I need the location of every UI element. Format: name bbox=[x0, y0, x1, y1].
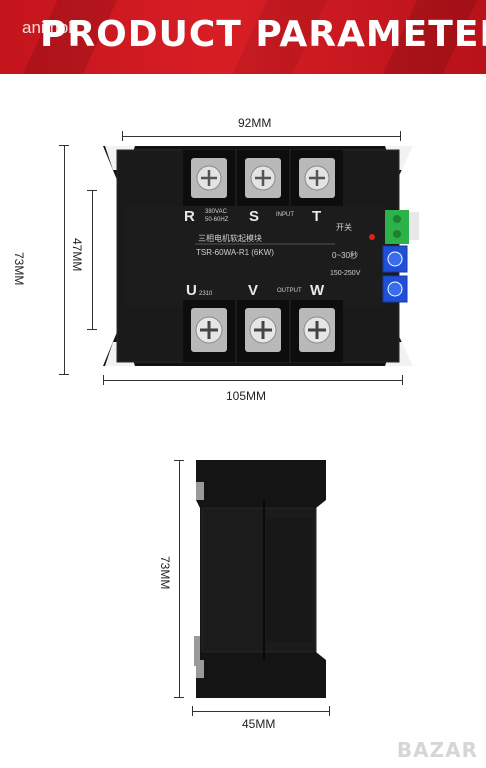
dim-line-side-height bbox=[179, 460, 180, 698]
output-label: OUTPUT bbox=[277, 288, 302, 294]
u-subscript: 2310 bbox=[199, 291, 213, 297]
dim-tick bbox=[59, 145, 69, 146]
header-banner: PRODUCT PARAMETER animob bbox=[0, 0, 486, 74]
dim-line-height-left bbox=[64, 145, 65, 375]
dim-label-side-73mm: 73MM bbox=[158, 556, 172, 590]
watermark-text: animob bbox=[22, 18, 78, 37]
dim-tick bbox=[122, 131, 123, 141]
dim-tick bbox=[192, 706, 193, 716]
dim-line-side-width bbox=[192, 711, 330, 712]
dim-label-45mm: 45MM bbox=[242, 717, 276, 731]
terminal-label-t: T bbox=[312, 208, 322, 225]
dim-tick bbox=[87, 190, 97, 191]
time-label: 0~30秒 bbox=[332, 251, 359, 260]
module-top-view bbox=[103, 146, 419, 366]
dim-tick bbox=[87, 329, 97, 330]
terminal-label-r: R bbox=[184, 208, 195, 225]
dim-label-73mm: 73MM bbox=[12, 252, 26, 286]
module-model: TSR-60WA-R1 (6KW) bbox=[196, 248, 274, 257]
module-chinese-title: 三相电机软起模块 bbox=[198, 234, 262, 243]
dim-label-92mm: 92MM bbox=[238, 116, 272, 130]
dim-tick bbox=[400, 131, 401, 141]
dim-label-105mm: 105MM bbox=[226, 389, 267, 403]
dim-tick bbox=[402, 375, 403, 385]
dim-line-width-bottom bbox=[103, 380, 403, 381]
dim-tick bbox=[174, 697, 184, 698]
dim-tick bbox=[174, 460, 184, 461]
spec-frequency: 50-60HZ bbox=[205, 217, 229, 223]
switch-label: 开关 bbox=[336, 223, 352, 232]
input-label: INPUT bbox=[276, 212, 294, 218]
corner-watermark: BAZAR bbox=[396, 738, 478, 762]
terminal-label-u: U bbox=[186, 282, 197, 299]
spec-voltage: 380VAC bbox=[205, 209, 227, 215]
dim-tick bbox=[103, 375, 104, 385]
voltage-range-label: 150-250V bbox=[330, 270, 361, 277]
dim-tick bbox=[329, 706, 330, 716]
dim-line-height-inner bbox=[92, 190, 93, 330]
terminal-label-s: S bbox=[249, 208, 260, 225]
dim-label-47mm: 47MM bbox=[70, 238, 84, 272]
dim-tick bbox=[59, 374, 69, 375]
dim-line-width-top bbox=[122, 136, 400, 137]
module-side-view bbox=[194, 460, 326, 698]
terminal-label-w: W bbox=[310, 282, 325, 299]
terminal-label-v: V bbox=[248, 282, 259, 299]
page-title: PRODUCT PARAMETER bbox=[40, 14, 486, 55]
